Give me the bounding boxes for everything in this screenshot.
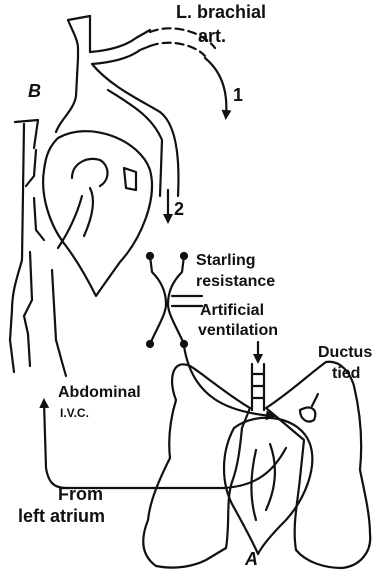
right-lung bbox=[266, 362, 370, 568]
resistance-tube bbox=[168, 256, 184, 344]
label-ductus: Ductus bbox=[318, 344, 372, 361]
aortic-cannula bbox=[124, 168, 136, 190]
heart-b-groove bbox=[84, 188, 93, 236]
resistance-clamp bbox=[147, 341, 153, 347]
heart-a-groove bbox=[266, 444, 275, 510]
resistance-tube bbox=[150, 256, 166, 344]
label-ivc: I.V.C. bbox=[60, 407, 89, 420]
ductus-pointer bbox=[312, 394, 318, 406]
label-starling: Starling bbox=[196, 252, 256, 269]
label-abdominal: Abdominal bbox=[58, 384, 141, 401]
label-art: art. bbox=[198, 27, 226, 46]
marker-2: 2 bbox=[174, 200, 184, 219]
preparation-b bbox=[10, 16, 226, 376]
label-ventilation: ventilation bbox=[198, 322, 278, 339]
vena-cava bbox=[10, 124, 24, 372]
brachial-branch bbox=[92, 46, 150, 64]
marker-1: 1 bbox=[233, 86, 243, 105]
trachea bbox=[252, 374, 264, 398]
label-left-atrium: left atrium bbox=[18, 507, 105, 526]
label-from: From bbox=[58, 485, 103, 504]
resistance-clamp bbox=[147, 253, 153, 259]
arch-vessel bbox=[68, 16, 90, 20]
vena-cava bbox=[26, 150, 36, 186]
heart-a-groove bbox=[252, 450, 257, 520]
label-l-brachial: L. brachial bbox=[176, 3, 266, 22]
vena-cava bbox=[34, 198, 44, 240]
label-resistance: resistance bbox=[196, 273, 275, 290]
arrow-1 bbox=[205, 58, 226, 116]
label-artificial: Artificial bbox=[200, 302, 264, 319]
ivc-tail bbox=[52, 270, 66, 376]
label-tied: tied bbox=[332, 365, 360, 382]
ductus-tie bbox=[300, 408, 315, 422]
brachial-dashed-tube bbox=[150, 43, 205, 56]
resistance-clamp bbox=[181, 253, 187, 259]
label-a: A bbox=[245, 550, 258, 569]
aorta bbox=[56, 58, 78, 132]
heart-b-atrium bbox=[72, 159, 108, 186]
heart-b bbox=[43, 131, 152, 296]
left-lung bbox=[143, 364, 250, 567]
arch-vessel bbox=[68, 20, 78, 58]
vena-cava bbox=[24, 252, 32, 366]
label-b: B bbox=[28, 82, 41, 101]
vena-cava bbox=[15, 120, 38, 148]
